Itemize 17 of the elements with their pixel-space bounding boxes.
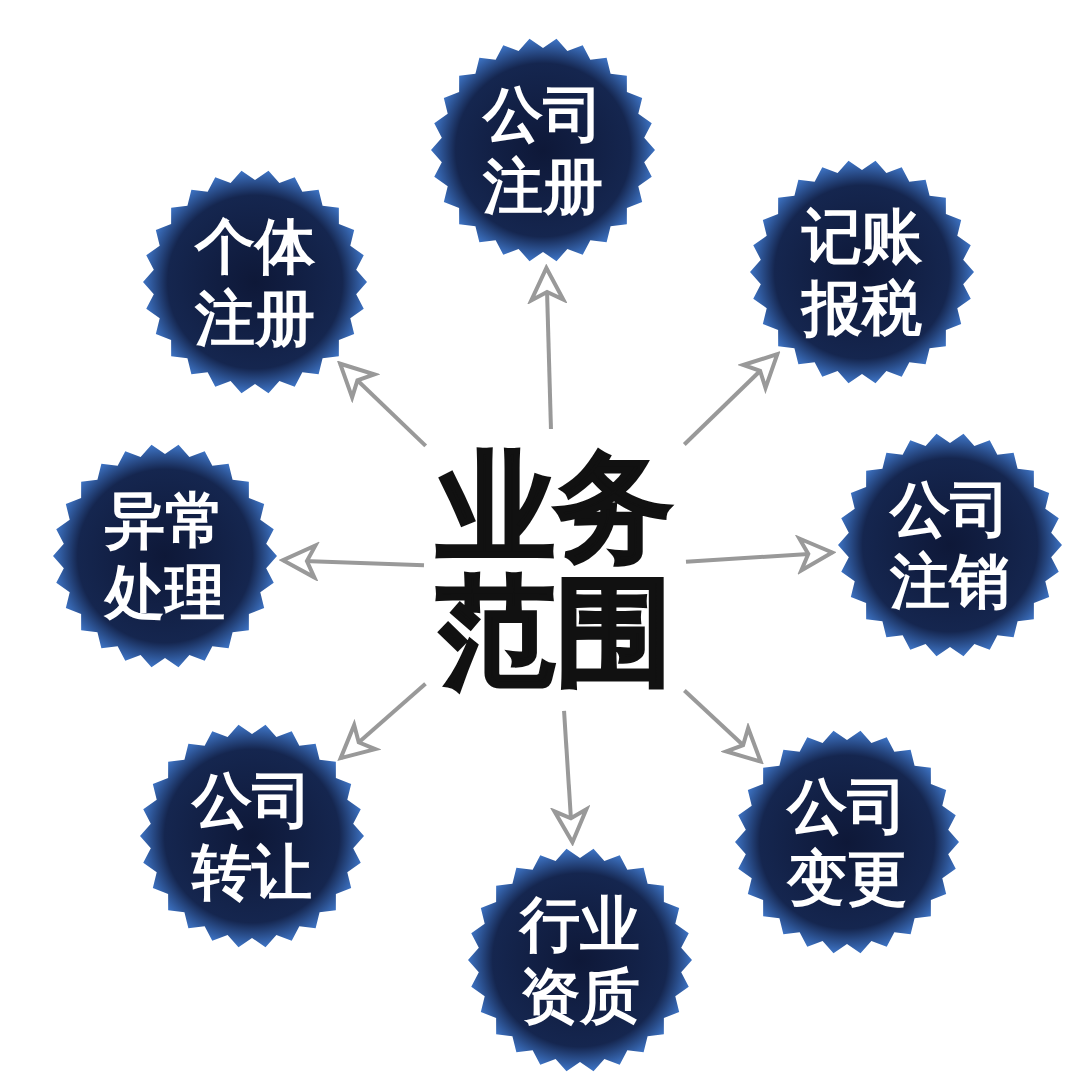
arrow [338, 361, 428, 448]
arrow [552, 710, 589, 845]
arrow [280, 543, 425, 580]
badge-label: 记账报税 [799, 200, 923, 344]
arrow [683, 689, 763, 764]
arrow [338, 682, 427, 761]
arrow [682, 352, 780, 446]
badge-label: 行业资质 [517, 888, 641, 1032]
arrow [685, 536, 835, 573]
badge-label: 公司变更 [785, 770, 908, 914]
badge-label: 公司转让 [190, 764, 313, 908]
badge-label: 个体注册 [193, 210, 316, 354]
badge-label: 公司注册 [481, 78, 604, 222]
badge-label: 异常处理 [103, 484, 226, 628]
badge-label: 公司注销 [888, 473, 1011, 617]
center-title: 业务范围 [436, 446, 674, 694]
arrow [529, 265, 566, 430]
